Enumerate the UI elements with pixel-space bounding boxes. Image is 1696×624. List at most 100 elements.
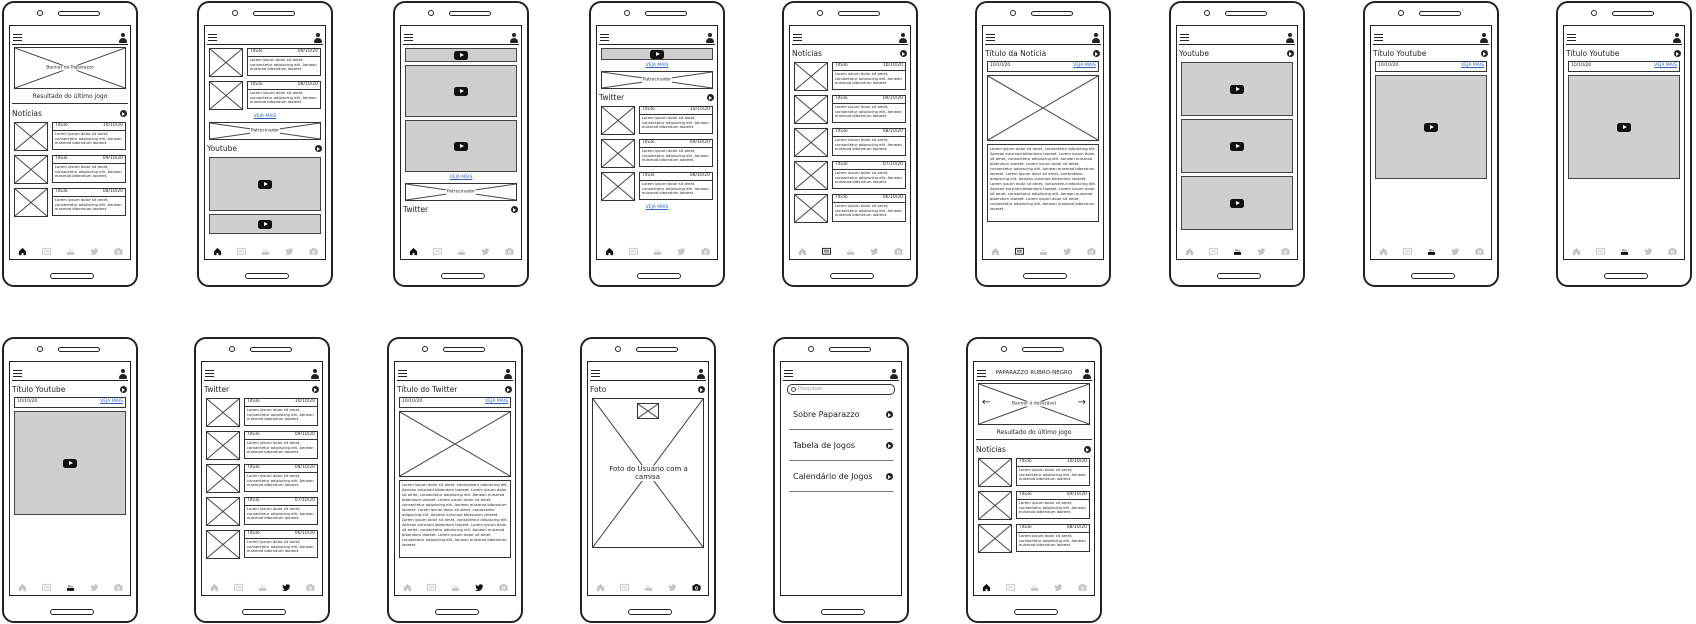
arrow-right-icon[interactable] [707, 94, 714, 101]
camera-icon[interactable] [1474, 247, 1484, 256]
arrow-right-icon[interactable] [886, 411, 893, 418]
menu-icon[interactable] [600, 34, 609, 41]
home-icon[interactable] [991, 247, 1000, 256]
video-player[interactable] [1568, 75, 1680, 179]
user-icon[interactable] [118, 369, 127, 379]
home-icon[interactable] [409, 247, 418, 256]
arrow-right-icon[interactable]: → [1077, 397, 1086, 408]
twitter-icon[interactable] [676, 247, 686, 256]
arrow-left-icon[interactable]: ← [982, 397, 991, 408]
newspaper-icon[interactable] [1595, 247, 1605, 256]
youtube-icon[interactable]: You [258, 583, 267, 592]
camera-icon[interactable] [308, 247, 318, 256]
camera-icon[interactable] [113, 583, 123, 592]
home-icon[interactable] [18, 583, 27, 592]
arrow-right-icon[interactable] [886, 473, 893, 480]
arrow-right-icon[interactable] [120, 110, 127, 117]
see-more-link[interactable]: VEJA MAIS [449, 175, 473, 180]
user-icon[interactable] [313, 33, 322, 43]
camera-icon[interactable] [1280, 247, 1290, 256]
menu-item[interactable]: Sobre Paparazzo [789, 399, 893, 430]
newspaper-icon[interactable] [1005, 583, 1015, 592]
newspaper-icon[interactable] [821, 247, 831, 256]
user-icon[interactable] [705, 33, 714, 43]
user-icon[interactable] [898, 33, 907, 43]
video-player[interactable] [405, 65, 517, 117]
video-player[interactable] [405, 120, 517, 172]
user-icon[interactable] [889, 369, 898, 379]
twitter-icon[interactable] [89, 583, 99, 592]
newspaper-icon[interactable] [619, 583, 629, 592]
twitter-icon[interactable] [1256, 247, 1266, 256]
menu-icon[interactable] [208, 34, 217, 41]
newspaper-icon[interactable] [1208, 247, 1218, 256]
home-icon[interactable] [596, 583, 605, 592]
user-icon[interactable] [1479, 33, 1488, 43]
arrow-right-icon[interactable] [120, 386, 127, 393]
youtube-icon[interactable]: You [1030, 583, 1039, 592]
video-player[interactable] [14, 411, 126, 515]
twitter-icon[interactable] [474, 583, 484, 592]
arrow-right-icon[interactable] [511, 206, 518, 213]
youtube-icon[interactable]: You [653, 247, 662, 256]
arrow-right-icon[interactable] [1674, 50, 1681, 57]
play-icon[interactable] [454, 141, 468, 151]
play-icon[interactable] [1230, 141, 1244, 151]
menu-icon[interactable] [977, 370, 986, 377]
camera-icon[interactable] [498, 583, 508, 592]
arrow-right-icon[interactable] [698, 386, 705, 393]
user-icon[interactable] [503, 369, 512, 379]
play-icon[interactable] [63, 458, 77, 468]
camera-icon[interactable] [700, 247, 710, 256]
menu-icon[interactable] [784, 370, 793, 377]
menu-item[interactable]: Calendário de Jogos [789, 461, 893, 492]
home-icon[interactable] [1379, 247, 1388, 256]
play-icon[interactable] [1230, 198, 1244, 208]
arrow-right-icon[interactable] [1287, 50, 1294, 57]
twitter-icon[interactable] [1062, 247, 1072, 256]
menu-icon[interactable] [986, 34, 995, 41]
camera-icon[interactable] [893, 247, 903, 256]
see-more-link[interactable]: VEJA MAIS [1654, 63, 1677, 68]
newspaper-icon[interactable] [432, 247, 442, 256]
twitter-icon[interactable] [1450, 247, 1460, 256]
home-icon[interactable] [213, 247, 222, 256]
play-icon[interactable] [650, 49, 664, 59]
see-more-link[interactable]: VEJA MAIS [1461, 63, 1484, 68]
user-icon[interactable] [1285, 33, 1294, 43]
twitter-icon[interactable] [284, 247, 294, 256]
menu-icon[interactable] [13, 34, 22, 41]
see-more-link[interactable]: VEJA MAIS [253, 114, 277, 119]
home-icon[interactable] [403, 583, 412, 592]
newspaper-icon[interactable] [1014, 247, 1024, 256]
youtube-icon[interactable]: You [66, 583, 75, 592]
youtube-icon[interactable]: You [1039, 247, 1048, 256]
home-icon[interactable] [798, 247, 807, 256]
twitter-icon[interactable] [869, 247, 879, 256]
youtube-icon[interactable]: You [451, 583, 460, 592]
play-icon[interactable] [1617, 122, 1631, 132]
arrow-right-icon[interactable] [505, 386, 512, 393]
play-icon[interactable] [454, 50, 468, 60]
camera-icon[interactable] [504, 247, 514, 256]
newspaper-icon[interactable] [41, 247, 51, 256]
youtube-icon[interactable]: You [1233, 247, 1242, 256]
see-more-link[interactable]: VEJA MAIS [485, 399, 508, 404]
arrow-right-icon[interactable] [886, 442, 893, 449]
newspaper-icon[interactable] [426, 583, 436, 592]
